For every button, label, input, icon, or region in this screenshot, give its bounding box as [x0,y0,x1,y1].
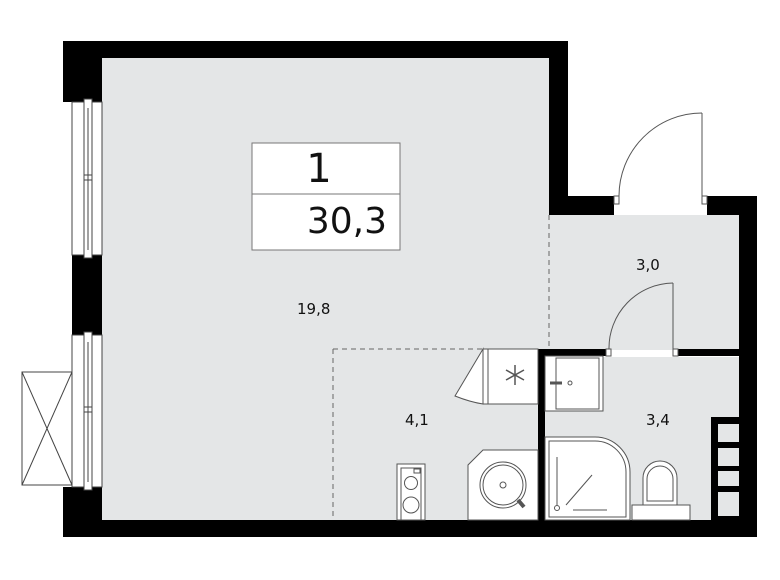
room-area-bathroom: 3,4 [646,411,670,429]
vent-shaft-cells [718,424,739,516]
floors [102,58,739,520]
sink [467,449,539,521]
zone-boundaries [332,215,550,520]
room-area-living: 19,8 [297,300,331,318]
stove [396,463,426,521]
rooms-count: 1 [306,146,332,192]
window-lower [71,331,103,491]
entrance-door[interactable] [613,112,708,205]
window-upper [71,98,103,259]
room-area-hallway: 3,0 [636,256,660,274]
fridge [454,347,539,405]
summary-box [251,142,401,251]
snowflake-icon [505,365,525,385]
bathroom-door[interactable] [605,282,679,357]
shower-cabin [544,436,631,521]
ac-unit [21,371,73,486]
toilet [631,460,691,521]
room-area-kitchen: 4,1 [405,411,429,429]
walls [63,41,757,537]
washing-machine [544,355,604,412]
total-area: 30,3 [306,201,387,242]
